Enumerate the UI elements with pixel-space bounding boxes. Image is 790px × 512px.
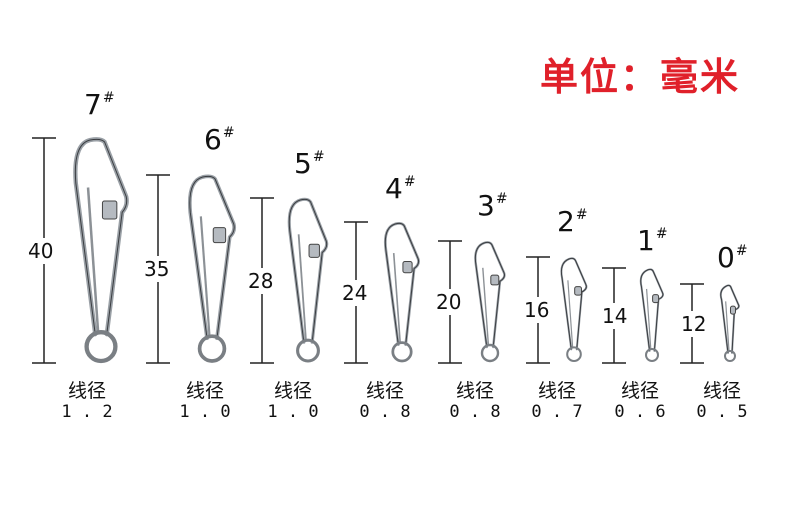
snap-group-6 bbox=[146, 174, 237, 364]
size-mark: # bbox=[655, 226, 668, 242]
snap-latch bbox=[490, 274, 500, 286]
size-mark: # bbox=[495, 191, 508, 207]
wire-value: 1 . 0 bbox=[179, 402, 231, 422]
size-mark: # bbox=[575, 207, 588, 223]
snap-latch bbox=[212, 227, 227, 244]
size-number: 4 bbox=[385, 172, 403, 205]
wire-caption: 线径 bbox=[537, 380, 576, 402]
size-label: 3# bbox=[477, 189, 508, 222]
snap-wire-edge bbox=[189, 175, 235, 339]
snap-eye-loop bbox=[296, 338, 320, 363]
snap-eye-loop bbox=[391, 341, 413, 363]
snap-eye-loop bbox=[480, 343, 500, 363]
snap-eye-loop bbox=[197, 334, 227, 363]
size-number: 5 bbox=[294, 147, 312, 180]
wire-value: 1 . 0 bbox=[267, 402, 319, 422]
snap-wire-edge bbox=[74, 138, 128, 335]
size-mark: # bbox=[735, 243, 748, 259]
snap-wire-edge bbox=[288, 198, 328, 343]
size-label: 2# bbox=[557, 205, 588, 238]
snap-inner-wire bbox=[199, 216, 211, 337]
wire-caption: 线径 bbox=[185, 380, 224, 402]
snap-inner-wire bbox=[725, 301, 730, 352]
wire-value: 1 . 2 bbox=[61, 402, 113, 422]
wire-caption: 线径 bbox=[273, 380, 312, 402]
snap-latch bbox=[308, 243, 320, 258]
length-label: 40 bbox=[28, 237, 54, 264]
size-number: 6 bbox=[204, 123, 222, 156]
size-label: 5# bbox=[294, 147, 325, 180]
snap-eye-loop bbox=[84, 330, 118, 364]
snap-wire-edge bbox=[640, 268, 664, 352]
wire-caption: 线径 bbox=[67, 380, 106, 402]
size-mark: # bbox=[403, 174, 416, 190]
snap-latch bbox=[101, 200, 118, 220]
snap-eye-loop bbox=[724, 350, 736, 362]
size-number: 0 bbox=[717, 241, 735, 274]
size-number: 7 bbox=[84, 88, 102, 121]
size-label: 6# bbox=[204, 123, 235, 156]
snap-inner-wire bbox=[567, 280, 574, 348]
length-label: 12 bbox=[681, 310, 707, 337]
snap-inner-wire bbox=[86, 187, 100, 333]
snap-latch bbox=[729, 305, 736, 315]
size-label: 4# bbox=[385, 172, 416, 205]
wire-value: 0 . 5 bbox=[696, 402, 748, 422]
wire-value: 0 . 7 bbox=[531, 402, 583, 422]
length-label: 24 bbox=[342, 279, 368, 306]
snap-latch bbox=[574, 286, 582, 296]
length-label: 14 bbox=[602, 302, 628, 329]
size-mark: # bbox=[102, 90, 115, 106]
size-number: 1 bbox=[637, 224, 655, 257]
length-label: 28 bbox=[248, 267, 274, 294]
size-label: 0# bbox=[717, 241, 748, 274]
snap-eye-loop bbox=[645, 348, 659, 362]
snap-inner-wire bbox=[482, 267, 490, 346]
snap-wire-edge bbox=[720, 284, 740, 354]
wire-caption: 线径 bbox=[455, 380, 494, 402]
unit-label: 单位：毫米 bbox=[540, 55, 741, 99]
wire-value: 0 . 8 bbox=[359, 402, 411, 422]
length-label: 16 bbox=[524, 297, 550, 323]
snap-inner-wire bbox=[646, 288, 652, 350]
snap-latch bbox=[402, 260, 413, 274]
snap-wire-edge bbox=[560, 257, 587, 350]
snap-wire-edge bbox=[474, 241, 505, 348]
size-label: 1# bbox=[637, 224, 668, 257]
size-number: 3 bbox=[477, 189, 495, 222]
snap-latch bbox=[652, 294, 660, 304]
length-label: 35 bbox=[144, 256, 170, 282]
snap-group-1 bbox=[602, 267, 664, 364]
wire-value: 0 . 6 bbox=[614, 402, 666, 422]
size-label: 7# bbox=[84, 88, 115, 121]
wire-caption: 线径 bbox=[365, 380, 404, 402]
wire-caption: 线径 bbox=[620, 380, 659, 402]
size-mark: # bbox=[312, 149, 325, 165]
wire-caption: 线径 bbox=[702, 380, 741, 402]
snap-inner-wire bbox=[297, 234, 307, 341]
size-mark: # bbox=[222, 125, 235, 141]
size-number: 2 bbox=[557, 205, 575, 238]
snap-wire-edge bbox=[384, 222, 420, 345]
length-label: 20 bbox=[436, 289, 462, 315]
wire-value: 0 . 8 bbox=[449, 402, 501, 422]
snap-eye-loop bbox=[566, 346, 582, 363]
snap-group-2 bbox=[526, 256, 588, 364]
snap-inner-wire bbox=[392, 252, 401, 343]
